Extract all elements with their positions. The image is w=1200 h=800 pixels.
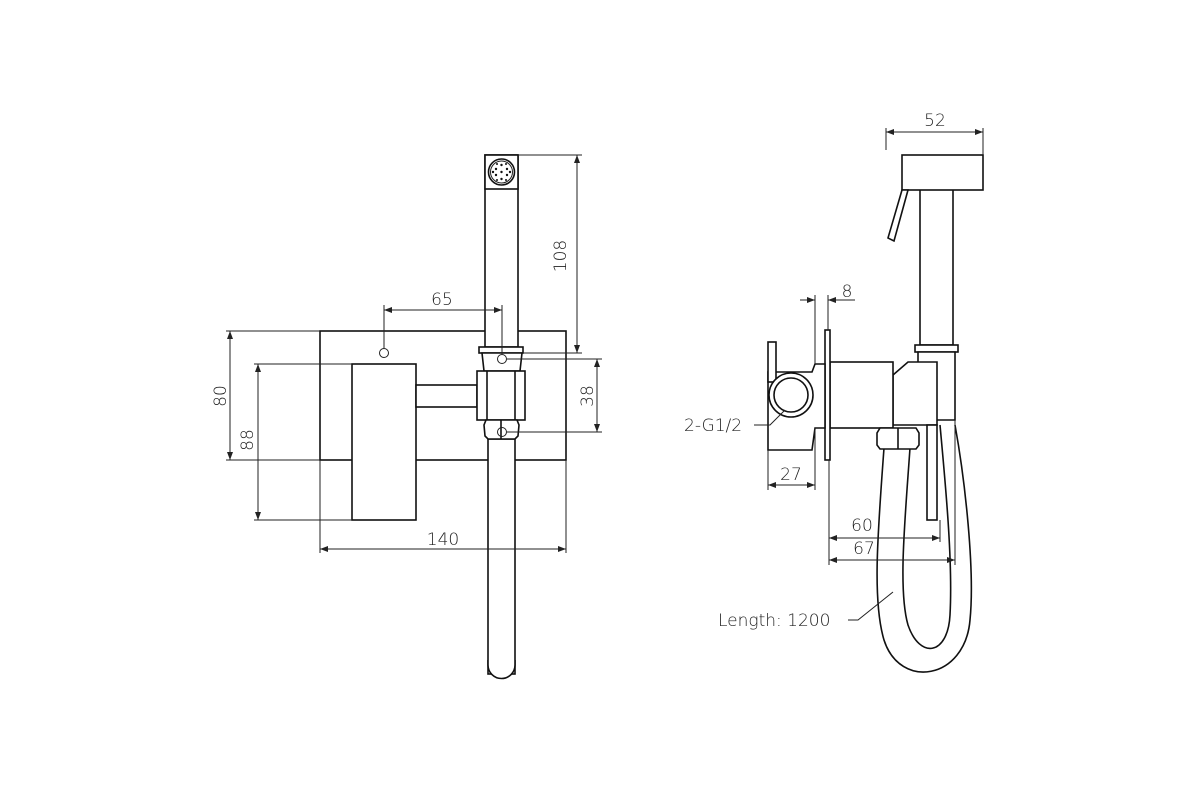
inlet-ring-inner xyxy=(773,377,809,413)
hose-end xyxy=(487,660,516,680)
valve-wedge xyxy=(892,361,938,426)
dim-label-67: 67 xyxy=(853,539,875,559)
dim-label-27: 27 xyxy=(780,465,802,485)
dim-label-65: 65 xyxy=(431,290,453,310)
trigger xyxy=(887,189,910,243)
handset-stem-side xyxy=(919,182,954,346)
taper xyxy=(481,352,523,372)
wall-plate xyxy=(319,330,567,461)
spray-head-side xyxy=(901,154,984,191)
holder-tail xyxy=(926,424,938,521)
hex-body xyxy=(476,370,526,421)
hose-length-label: Length: 1200 xyxy=(718,611,830,631)
outlet-marker xyxy=(379,348,389,358)
lever-handle xyxy=(351,363,417,521)
outlet-marker xyxy=(497,427,507,437)
collar-side xyxy=(914,344,959,353)
hose-front xyxy=(487,438,516,675)
spray-nozzle-icon xyxy=(487,158,516,186)
dim-label-80: 80 xyxy=(211,385,231,407)
collar xyxy=(478,346,524,354)
dim-label-108: 108 xyxy=(551,240,571,272)
outlet-marker xyxy=(497,354,507,364)
dim-label-88: 88 xyxy=(238,429,258,451)
dim-label-52: 52 xyxy=(924,111,946,131)
valve-body xyxy=(829,361,894,429)
dim-label-8: 8 xyxy=(842,282,853,302)
lever-side xyxy=(767,341,777,383)
side-view: 52 8 27 60 67 2-G1/2 Length: 1200 xyxy=(684,111,984,673)
dimension-lines xyxy=(226,154,602,553)
dim-label-60: 60 xyxy=(851,516,873,536)
hose-inner xyxy=(902,424,952,650)
hose-outer xyxy=(876,424,973,673)
dimension-lines-side xyxy=(754,128,984,621)
dim-label-38: 38 xyxy=(578,385,598,407)
inlet-ring xyxy=(768,372,814,418)
thread-label: 2-G1/2 xyxy=(684,416,742,436)
dim-label-140: 140 xyxy=(427,530,459,550)
front-view: 108 65 80 88 38 140 xyxy=(211,154,602,680)
connector-bar xyxy=(415,384,478,408)
